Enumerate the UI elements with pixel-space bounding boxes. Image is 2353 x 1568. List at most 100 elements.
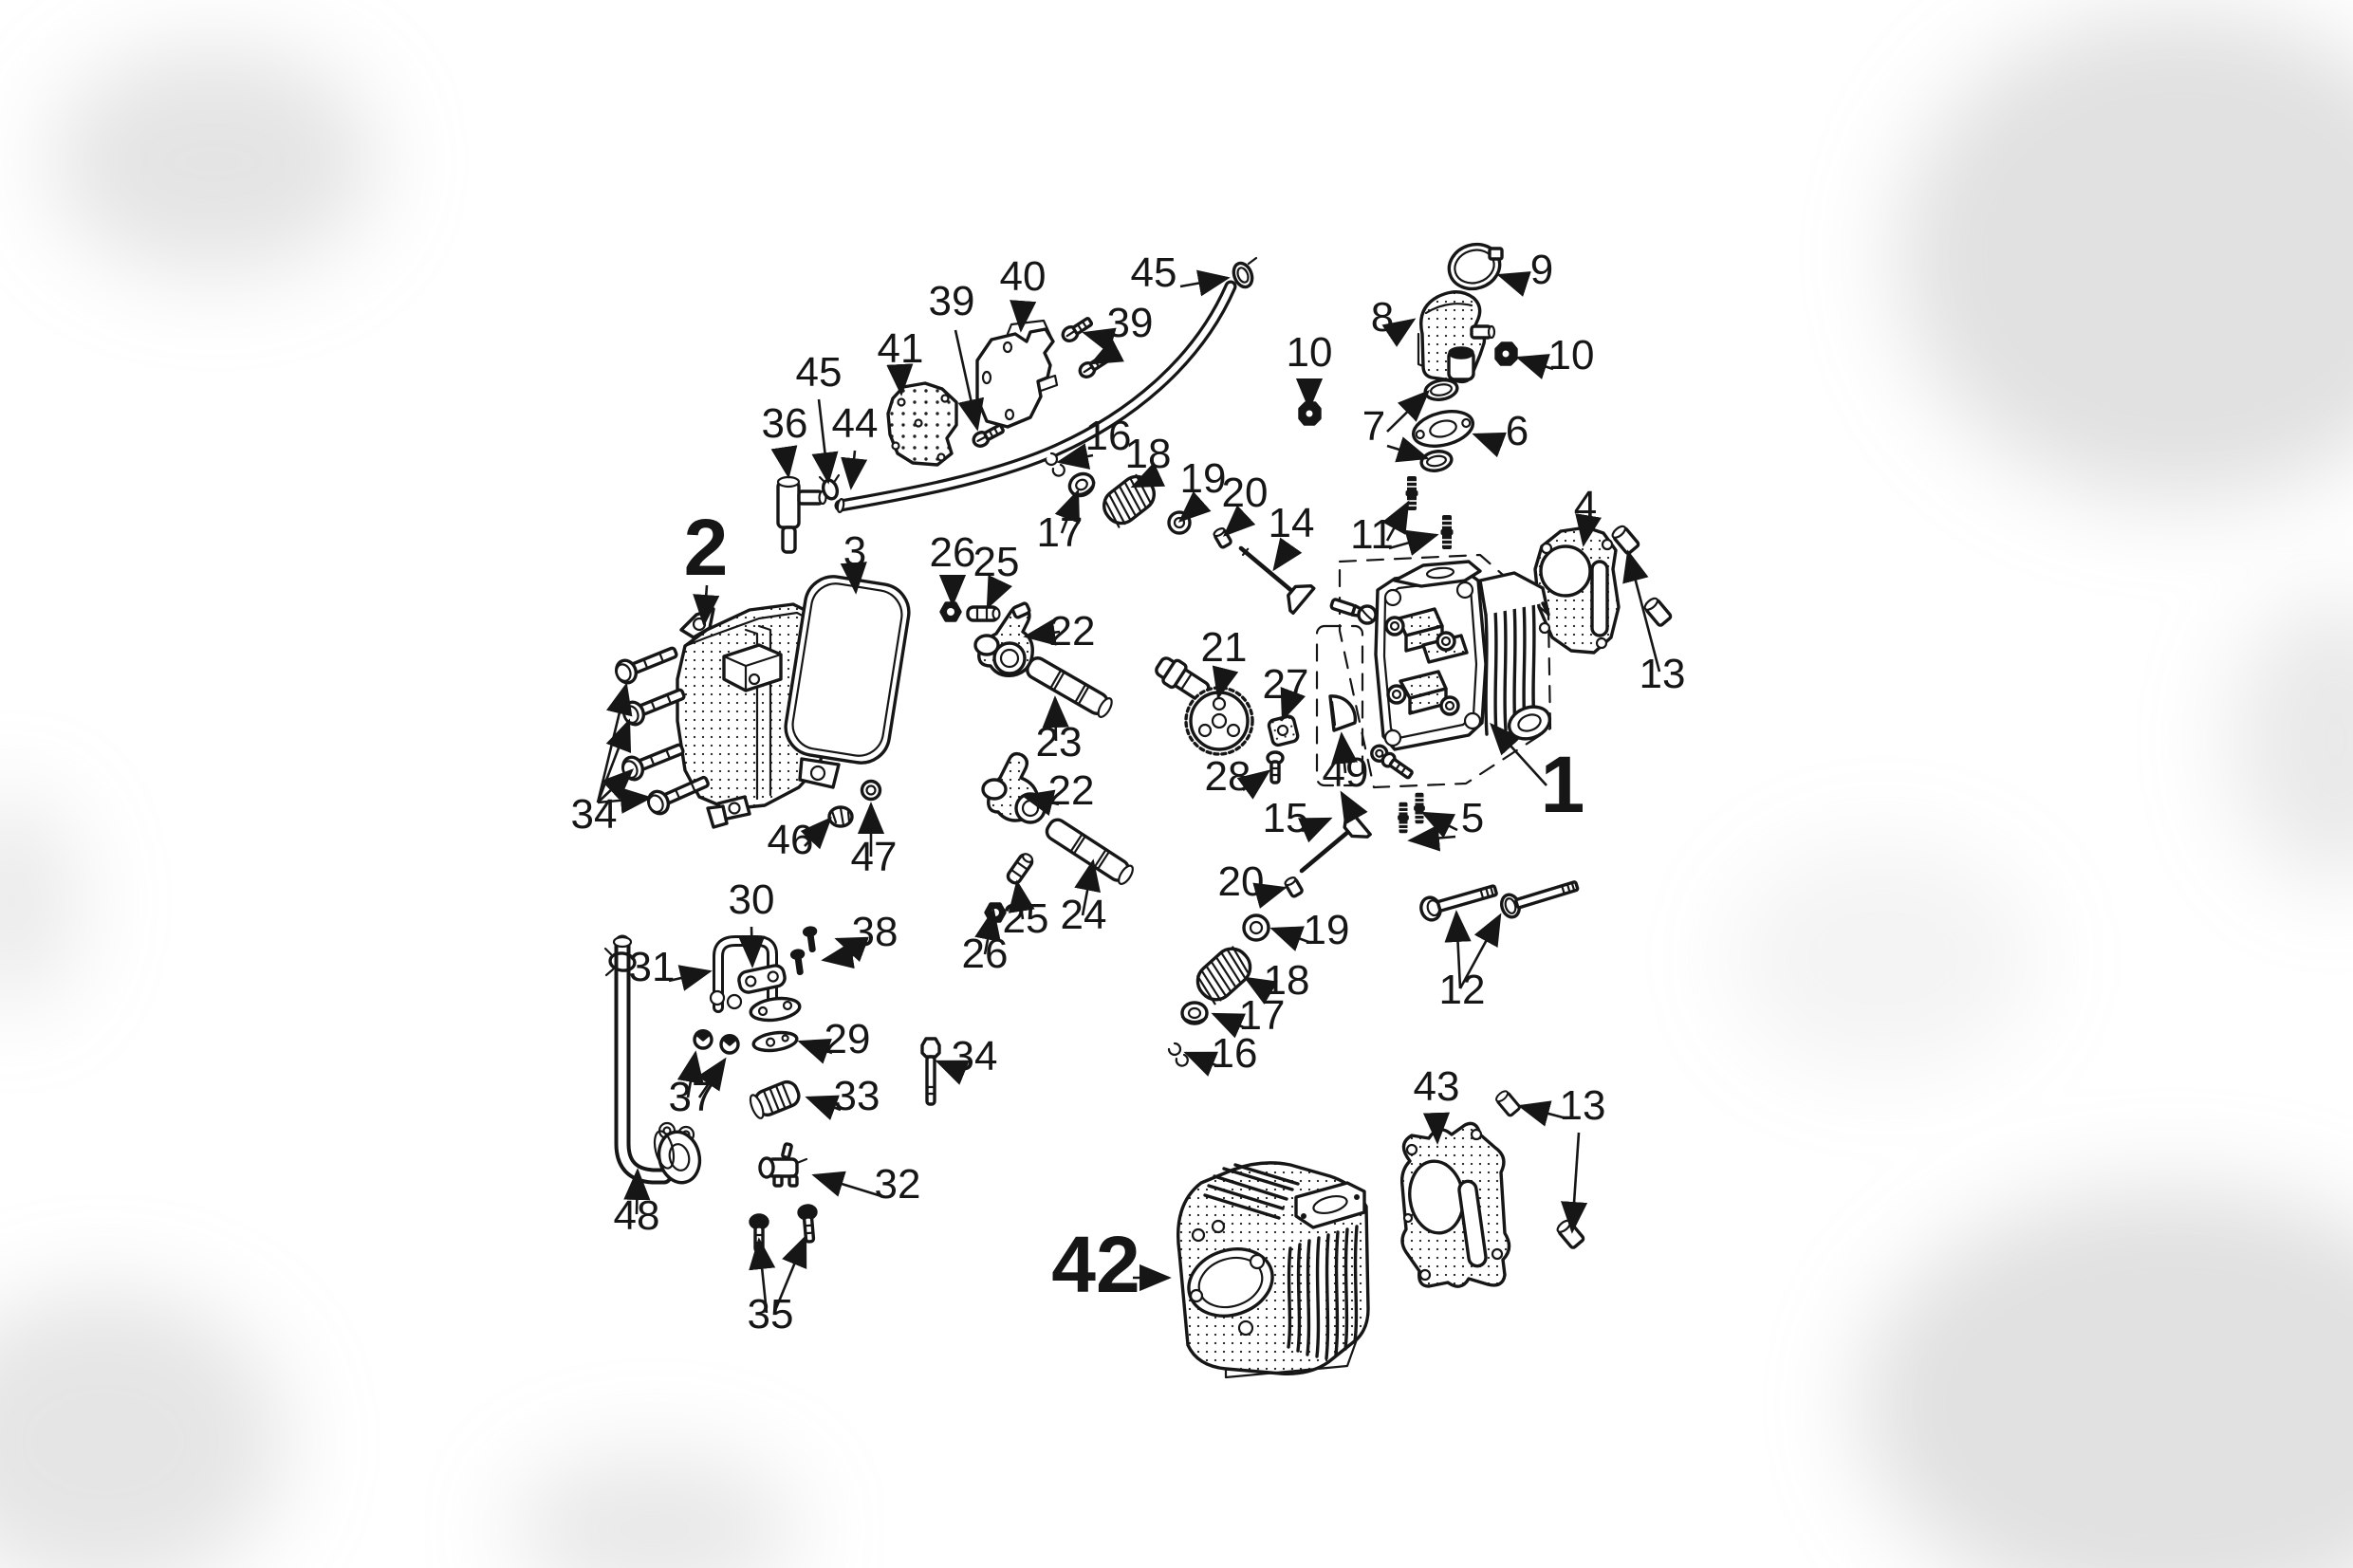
part-callout-8: 8 — [1371, 294, 1394, 341]
breather-plate-40-drawing — [975, 319, 1059, 429]
leader-line — [1212, 665, 1239, 700]
leader-line — [738, 926, 766, 968]
oil-pipe-drawing — [603, 934, 702, 1185]
part-callout-26-lower: 26 — [962, 931, 1009, 977]
leader-line — [800, 816, 832, 850]
leader-line — [596, 682, 633, 803]
studs-5-drawing — [1397, 792, 1426, 834]
base-gasket-drawing — [1399, 1121, 1511, 1288]
leader-line — [811, 1171, 882, 1198]
part-callout-39-left: 39 — [929, 278, 975, 324]
leader-line — [935, 1060, 971, 1085]
leader-line — [749, 1237, 776, 1314]
pins-38-drawing — [789, 925, 821, 978]
part-callout-37: 37 — [669, 1074, 715, 1120]
leader-line — [840, 562, 867, 595]
part-callout-18-top: 18 — [1125, 431, 1172, 477]
leader-line — [770, 445, 798, 479]
part-callout-32: 32 — [875, 1161, 921, 1208]
part-callout-16-top: 16 — [1085, 413, 1132, 459]
leader-line — [597, 768, 635, 803]
leader-line — [1074, 858, 1101, 916]
part-callout-23: 23 — [1036, 719, 1083, 766]
leader-line — [1561, 1132, 1588, 1234]
part-callout-47: 47 — [851, 834, 898, 880]
leader-line — [811, 398, 839, 485]
leader-line — [954, 329, 985, 432]
part-callout-12: 12 — [1439, 967, 1486, 1013]
leader-line — [1407, 824, 1456, 852]
intake-gasket-drawing — [1411, 410, 1475, 448]
leader-line — [1177, 490, 1212, 523]
reed-plate-41-drawing — [886, 381, 958, 467]
part-callout-38: 38 — [852, 909, 899, 955]
grommet-47-drawing — [860, 779, 882, 802]
plug-46-drawing — [827, 805, 854, 828]
blurred-watermark — [0, 9, 2353, 1568]
leader-line — [1280, 687, 1306, 722]
part-callout-22-upper: 22 — [1049, 608, 1096, 655]
leader-line — [1386, 390, 1431, 433]
head-studs-11-drawing — [1404, 475, 1454, 550]
leader-line — [1243, 976, 1278, 1005]
part-callout-17-top: 17 — [1037, 509, 1084, 556]
leader-line — [1388, 529, 1439, 556]
part-callout-46: 46 — [768, 817, 814, 863]
dowels-top-drawing — [1608, 522, 1674, 629]
caps-37-drawing — [693, 1029, 740, 1055]
head-bolts-drawing — [1419, 880, 1580, 922]
part-callout-45-left: 45 — [796, 349, 843, 396]
leader-line — [1381, 500, 1410, 542]
part-callout-17-bottom: 17 — [1239, 992, 1286, 1039]
head-gasket-drawing — [1533, 526, 1621, 655]
part-callout-39-right: 39 — [1107, 300, 1154, 346]
intake-valve-drawing — [1238, 545, 1316, 616]
rocker-shaft-23-drawing — [1026, 656, 1113, 718]
rocker-shaft-24-drawing — [1045, 818, 1134, 886]
part-callout-20-top: 20 — [1222, 470, 1269, 516]
leader-line — [1222, 505, 1256, 537]
part-callout-4: 4 — [1574, 483, 1597, 529]
part-callout-5: 5 — [1461, 795, 1484, 841]
leader-line — [805, 1095, 842, 1120]
leader-line — [1297, 817, 1333, 843]
leader-line — [1272, 537, 1303, 572]
part-callout-26-upper: 26 — [930, 529, 976, 576]
part-callout-21: 21 — [1201, 624, 1248, 671]
halfmoon-seal-drawing — [1328, 694, 1358, 732]
part-callout-24: 24 — [1061, 892, 1107, 938]
washer-29-drawing — [751, 1030, 799, 1053]
leader-line — [1386, 436, 1430, 463]
leader-line — [1179, 269, 1231, 297]
leader-line — [1496, 271, 1531, 297]
breather-tee-drawing — [776, 475, 827, 554]
part-callout-25-lower: 25 — [1003, 895, 1049, 942]
leader-line — [1490, 722, 1547, 786]
part-callout-11: 11 — [1350, 511, 1394, 558]
leader-line — [1517, 1100, 1567, 1127]
part-callout-19-top: 19 — [1180, 455, 1227, 502]
part-callout-43: 43 — [1414, 1063, 1460, 1110]
pipe-plate-30-drawing — [737, 964, 787, 994]
leader-line — [693, 584, 720, 627]
leader-line — [1381, 318, 1417, 347]
valve-32-drawing — [758, 1142, 808, 1188]
part-callout-15: 15 — [1263, 795, 1309, 841]
leader-line — [1575, 513, 1602, 547]
part-callout-41: 41 — [878, 325, 924, 372]
part-callout-7: 7 — [1362, 403, 1385, 450]
part-callout-10-left: 10 — [1287, 329, 1333, 376]
part-callout-36: 36 — [762, 400, 808, 447]
part-callout-13-bottom: 13 — [1560, 1082, 1606, 1129]
leader-line — [797, 1039, 833, 1064]
part-callout-25-upper: 25 — [973, 539, 1020, 585]
part-callout-33: 33 — [834, 1073, 880, 1119]
leader-line — [1515, 354, 1554, 379]
leader-line — [1021, 789, 1060, 817]
part-callout-42: 42 — [1051, 1220, 1139, 1309]
part-callout-10-right: 10 — [1548, 332, 1595, 378]
leader-line — [1089, 338, 1124, 365]
part-callout-35: 35 — [748, 1291, 794, 1337]
part-callout-3: 3 — [843, 528, 866, 575]
